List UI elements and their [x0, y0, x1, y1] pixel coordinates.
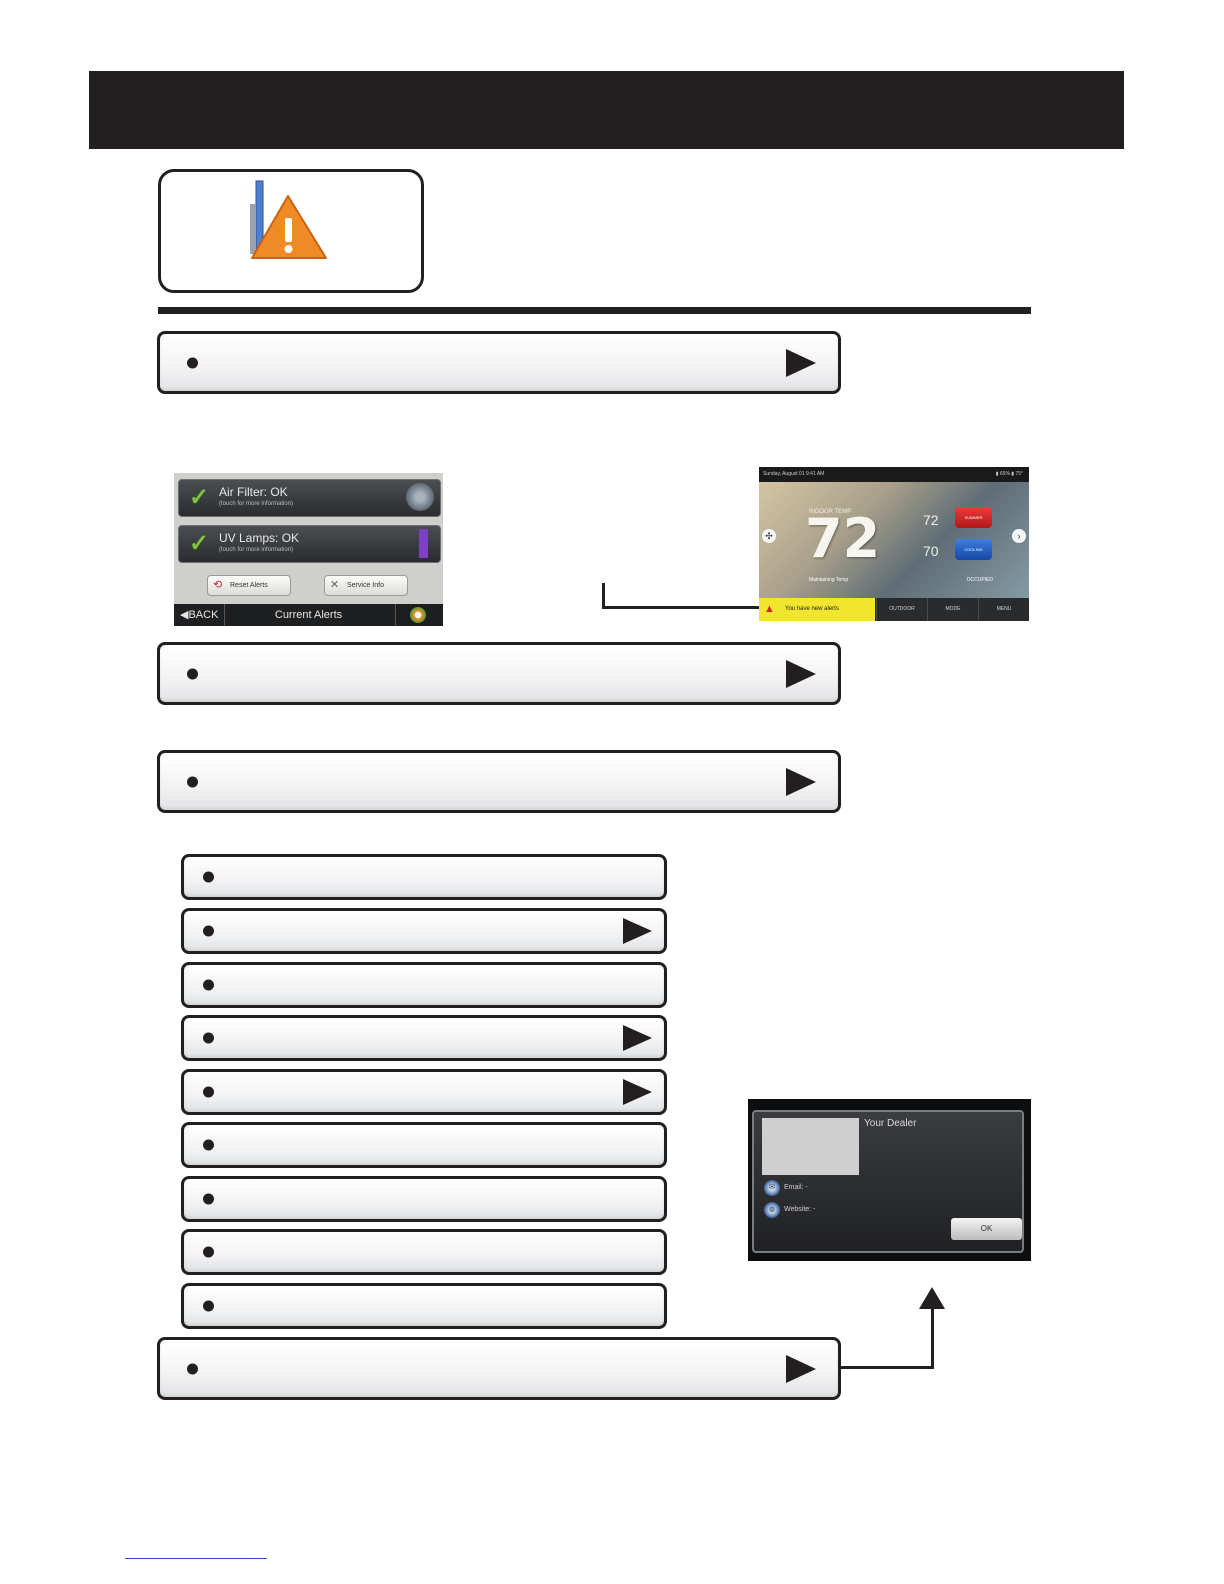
date-time: Sunday, August 01 9:41 AM — [763, 471, 825, 477]
reset-alerts-label: Reset Alerts — [230, 582, 268, 589]
indoor-temp-value: 72 — [805, 507, 881, 570]
tab-mode[interactable]: MODE — [927, 598, 978, 621]
submenu-button-5[interactable] — [181, 1069, 667, 1115]
alerts-footer-title: Current Alerts — [274, 609, 343, 621]
play-arrow-icon — [786, 348, 816, 377]
bullet-icon — [187, 1363, 198, 1374]
bullet-icon — [203, 979, 214, 991]
submenu-button-3[interactable] — [181, 962, 667, 1008]
submenu-button-7[interactable] — [181, 1176, 667, 1222]
menu-button-3[interactable] — [157, 750, 841, 813]
submenu-button-6[interactable] — [181, 1122, 667, 1168]
submenu-button-1[interactable] — [181, 854, 667, 900]
bullet-icon — [203, 1300, 214, 1312]
occupancy-status: OCCUPIED — [966, 577, 993, 583]
bullet-icon — [203, 871, 214, 883]
reset-alerts-button[interactable]: ⟲ Reset Alerts — [207, 575, 291, 596]
dealer-dialog: Your Dealer ✉ Email: - ◍ Website: - OK — [752, 1110, 1024, 1253]
alerts-icon-box — [158, 169, 424, 293]
alerts-warning-icon — [250, 180, 327, 259]
service-info-button[interactable]: ✕ Service Info — [324, 575, 408, 596]
ok-button[interactable]: OK — [951, 1218, 1022, 1240]
dealer-info-screenshot: Your Dealer ✉ Email: - ◍ Website: - OK — [748, 1099, 1031, 1261]
dealer-website: Website: - — [784, 1206, 816, 1213]
section-header-bar — [89, 71, 1124, 149]
bullet-icon — [203, 1032, 214, 1044]
bullet-icon — [187, 776, 198, 787]
wrench-icon: ✕ — [330, 579, 340, 591]
dealer-title: Your Dealer — [864, 1118, 917, 1129]
status-bar: Sunday, August 01 9:41 AM ▮ 65% ▮ 75° — [759, 467, 1029, 482]
bullet-icon — [203, 1193, 214, 1205]
dealer-email: Email: - — [784, 1184, 808, 1191]
check-icon: ✓ — [189, 484, 210, 511]
alert-row-subtitle: (touch for more information) — [219, 501, 294, 507]
play-arrow-icon — [786, 659, 816, 688]
heat-mode-button[interactable]: SUMMER — [955, 507, 992, 528]
alert-row-uv-lamps[interactable]: ✓ UV Lamps: OK (touch for more informati… — [178, 525, 441, 563]
callout-connector-line — [839, 1366, 934, 1369]
menu-button-4[interactable] — [157, 1337, 841, 1400]
cool-setpoint: 70 — [923, 543, 939, 559]
play-arrow-icon — [786, 767, 816, 796]
thermostat-home-screenshot: Sunday, August 01 9:41 AM ▮ 65% ▮ 75° IN… — [759, 467, 1029, 621]
submenu-button-2[interactable] — [181, 908, 667, 954]
home-icon[interactable] — [410, 607, 426, 623]
bullet-icon — [203, 1086, 214, 1098]
fan-filter-icon — [406, 483, 434, 511]
menu-button-2[interactable] — [157, 642, 841, 705]
callout-connector-line — [931, 1306, 934, 1369]
bullet-icon — [187, 357, 198, 368]
footer-separator — [224, 604, 225, 626]
footer-separator — [395, 604, 396, 626]
bullet-icon — [203, 1139, 214, 1151]
play-arrow-icon — [623, 918, 652, 944]
submenu-button-4[interactable] — [181, 1015, 667, 1061]
email-icon: ✉ — [764, 1180, 780, 1196]
callout-connector-line — [602, 583, 759, 609]
alert-row-subtitle: (touch for more information) — [219, 547, 294, 553]
tab-menu[interactable]: MENU — [978, 598, 1029, 621]
alert-row-title: UV Lamps: OK — [219, 531, 300, 545]
alert-row-air-filter[interactable]: ✓ Air Filter: OK (touch for more informa… — [178, 479, 441, 517]
bullet-icon — [203, 1246, 214, 1258]
chevron-right-icon[interactable]: › — [1012, 529, 1026, 543]
play-arrow-icon — [786, 1354, 816, 1383]
home-footer-bar: ▲ You have new alerts OUTDOOR MODE MENU — [759, 598, 1029, 621]
section-divider — [158, 307, 1031, 314]
status-indicators: ▮ 65% ▮ 75° — [995, 471, 1023, 477]
fan-icon[interactable]: ✣ — [762, 529, 776, 543]
menu-button-1[interactable] — [157, 331, 841, 394]
warning-icon: ▲ — [764, 603, 775, 615]
play-arrow-icon — [623, 1079, 652, 1105]
tab-outdoor[interactable]: OUTDOOR — [876, 598, 927, 621]
heat-setpoint: 72 — [923, 512, 939, 528]
new-alerts-label: You have new alerts — [785, 606, 839, 612]
submenu-button-8[interactable] — [181, 1229, 667, 1275]
check-icon: ✓ — [189, 530, 210, 557]
dealer-logo-placeholder — [762, 1118, 859, 1175]
reset-icon: ⟲ — [213, 579, 223, 591]
footer-link-underline[interactable] — [125, 1558, 267, 1559]
new-alerts-button[interactable]: ▲ You have new alerts — [759, 598, 875, 621]
cool-mode-button[interactable]: COOLING — [955, 539, 992, 560]
indoor-temp-label: INDOOR TEMP — [809, 509, 852, 515]
play-arrow-icon — [623, 1025, 652, 1051]
uv-lamp-icon — [419, 529, 428, 558]
bullet-icon — [187, 668, 198, 679]
service-info-label: Service Info — [347, 582, 384, 589]
mode-status: Maintaining Temp — [809, 577, 849, 583]
arrow-up-icon — [919, 1287, 945, 1309]
submenu-button-9[interactable] — [181, 1283, 667, 1329]
back-button[interactable]: ◀BACK — [180, 609, 219, 621]
globe-icon: ◍ — [764, 1202, 780, 1218]
current-alerts-screenshot: ✓ Air Filter: OK (touch for more informa… — [174, 473, 443, 626]
alert-row-title: Air Filter: OK — [219, 485, 288, 499]
bullet-icon — [203, 925, 214, 937]
alerts-footer-bar: Current Alerts ◀BACK — [174, 604, 443, 626]
